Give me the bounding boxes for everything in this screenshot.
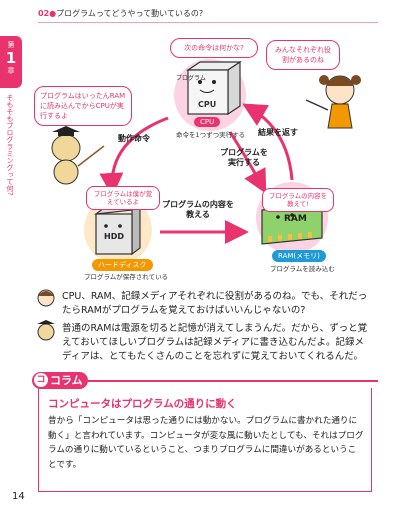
hdd-icon — [93, 202, 143, 256]
arrow-cpu-to-ram — [228, 131, 267, 194]
ram-box-text: RAM — [284, 214, 307, 224]
chapter-tab-suffix: 章 — [7, 67, 15, 75]
column-icon: コ — [34, 373, 48, 387]
dog-avatar-icon — [37, 320, 55, 341]
hdd-tag: ハードディスク — [92, 259, 153, 271]
dog-speech-bubble: プログラムはいったんRAMに読み込んでからCPUが実行するよ — [34, 86, 132, 126]
hdd-speech-bubble: プログラムは僕が覚えているよ — [86, 186, 160, 210]
girl-speech-bubble: みんなそれぞれ役割があるのね — [266, 40, 340, 70]
arrow-cpu-to-hdd — [99, 116, 169, 197]
ram-tag: RAM(メモリ) — [272, 250, 326, 262]
cpu-box-text: CPU — [198, 100, 217, 109]
girl-character-icon — [305, 75, 361, 129]
cpu-caption: 命令を1つずつ実行する — [176, 131, 246, 139]
hdd-box-text: HDD — [104, 232, 124, 241]
chapter-tab: 第 1 章 — [0, 36, 22, 88]
dialogue-girl: CPU、RAM、記録メディアそれぞれに役割があるのね。でも、それだったらRAMが… — [62, 291, 368, 316]
diagram-graphics — [51, 59, 361, 264]
hdd-caption: プログラムが保存されている — [84, 273, 169, 281]
ram-speech-bubble: プログラムの内容を教えて! — [262, 188, 334, 212]
running-header: 02●プログラムってどうやって動いているの? — [38, 8, 203, 19]
page-number: 14 — [12, 491, 25, 502]
cpu-tag: CPU — [194, 117, 221, 127]
cpu-program-note: プログラム — [176, 75, 206, 82]
column-badge: ココラム — [32, 372, 88, 389]
cpu-speech-bubble: 次の命令は何かな? — [170, 38, 258, 58]
dog-professor-icon — [51, 126, 105, 185]
column-title: コンピュータはプログラムの通りに動く — [48, 398, 237, 410]
column-rule — [88, 380, 378, 382]
chapter-title-vertical: そもそもプログラミングって何? — [6, 94, 14, 196]
column-body: 昔から「コンピュータは思った通りには動かない。プログラムに書かれた通りに動く」と… — [48, 416, 364, 470]
chapter-tab-number: 1 — [5, 49, 17, 67]
dialogue-dog: 普通のRAMは電源を切ると記憶が消えてしまうんだ。だから、ずっと覚えておいてほし… — [62, 323, 368, 362]
girl-avatar-icon — [37, 289, 55, 307]
column-badge-label: コラム — [50, 374, 83, 387]
arrow-label-return: 結果を返す — [258, 128, 298, 137]
bullet-icon: ● — [49, 9, 57, 18]
chapter-tab-prefix: 第 — [7, 41, 15, 49]
dialogue-avatars — [37, 289, 55, 341]
section-title: プログラムってどうやって動いているの? — [56, 9, 204, 18]
ram-caption: プログラムを読み込む — [270, 265, 335, 273]
cpu-icon — [186, 60, 242, 116]
header-rule — [38, 22, 378, 23]
arrow-label-execute: プログラムを実行する — [220, 148, 268, 167]
section-number: 02 — [38, 9, 50, 18]
arrow-ram-to-cpu — [242, 103, 294, 181]
arrow-label-teach: プログラムの内容を教える — [162, 200, 234, 219]
column-box — [38, 388, 372, 492]
arrow-label-command: 動作命令 — [118, 134, 150, 143]
